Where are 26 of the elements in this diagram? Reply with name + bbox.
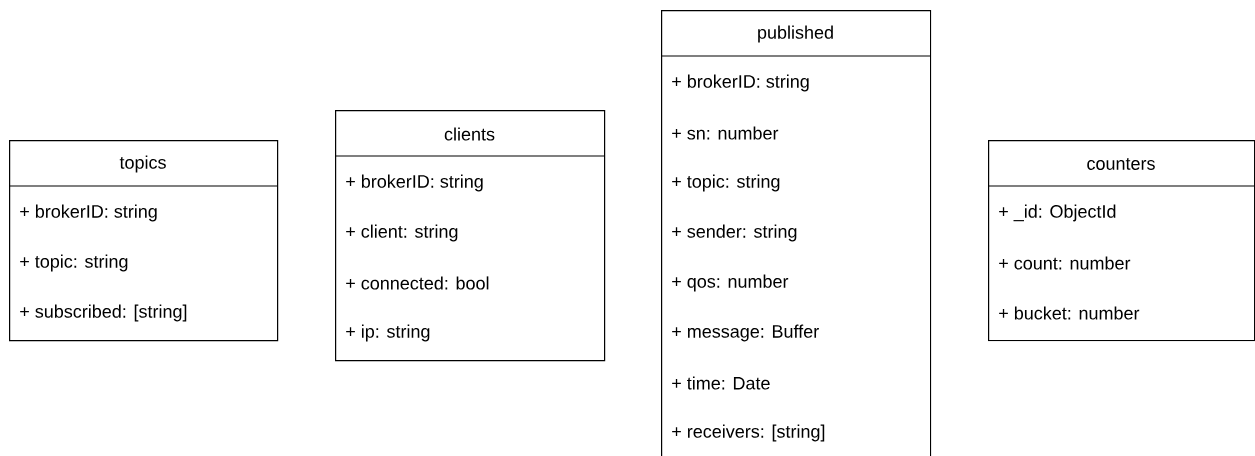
attribute-text: + _id: ObjectId [999, 204, 1116, 222]
attribute-text: + client: string [346, 224, 458, 242]
class-box [334, 110, 606, 362]
class-name: counters [1087, 158, 1155, 170]
attribute-text: + brokerID: string [672, 74, 809, 92]
attribute-text: + message: Buffer [672, 324, 819, 342]
attribute-text: + topic: string [20, 254, 128, 272]
class-box [987, 140, 1255, 342]
class-name: clients [444, 127, 495, 141]
attribute-text: + brokerID: string [20, 204, 157, 222]
attribute-text: + connected: bool [346, 276, 489, 290]
attribute-text: + bucket: number [999, 306, 1140, 320]
attribute-text: + sn: number [672, 126, 779, 140]
class-box [8, 140, 279, 342]
attribute-text: + qos: number [672, 274, 789, 292]
attribute-text: + subscribed: [string] [20, 304, 187, 322]
class-name: topics [119, 155, 166, 173]
attribute-text: + sender: string [672, 224, 797, 242]
class-box [660, 10, 932, 456]
attribute-text: + receivers: [string] [672, 424, 825, 442]
attribute-text: + time: Date [672, 376, 770, 390]
class-name: published [758, 25, 833, 43]
attribute-text: + count: number [999, 256, 1131, 270]
attribute-text: + brokerID: string [346, 174, 483, 192]
attribute-text: + ip: string [346, 324, 430, 342]
attribute-text: + topic: string [672, 174, 780, 192]
